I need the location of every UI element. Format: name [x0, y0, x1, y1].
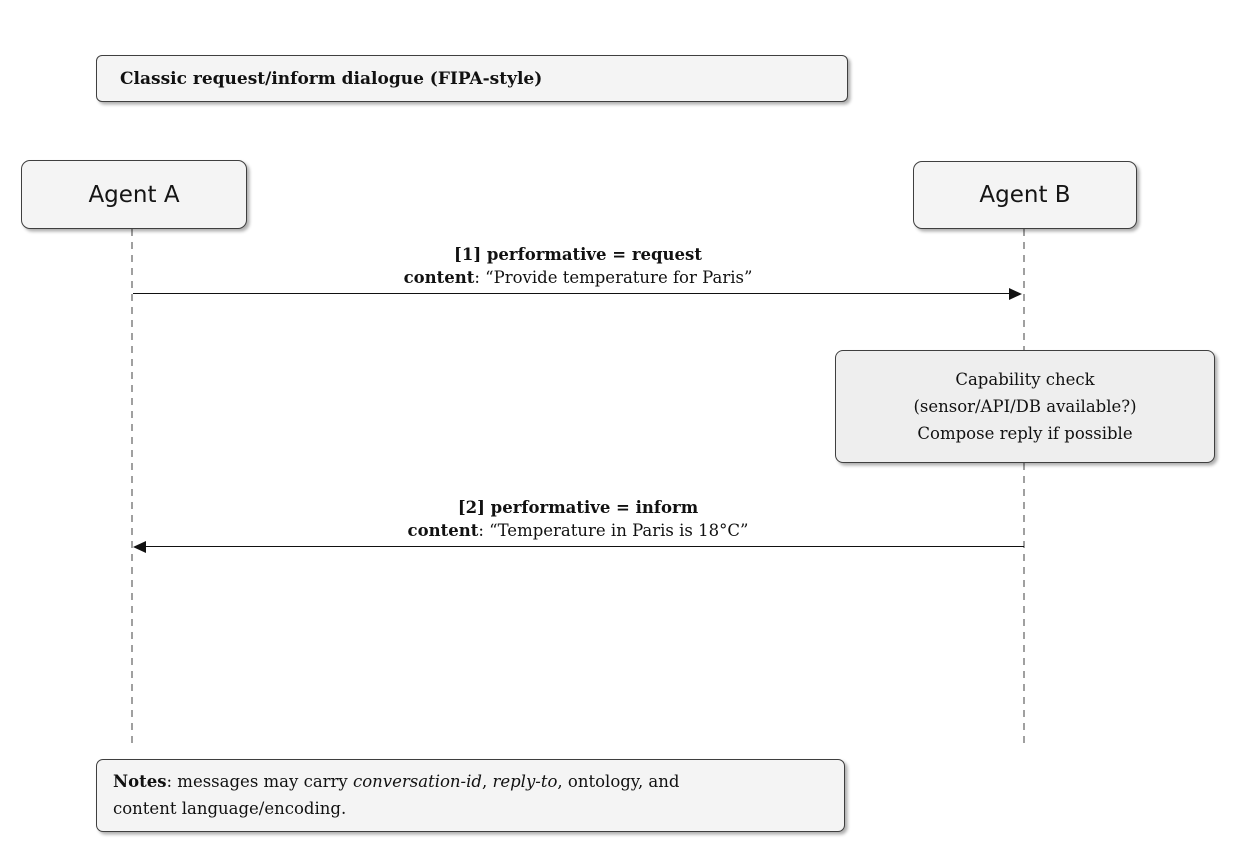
capability-note-line3: Compose reply if possible [917, 424, 1133, 443]
footer-notes-italic1: conversation-id [353, 772, 482, 791]
message-1-content: content: “Provide temperature for Paris” [228, 266, 928, 289]
arrowhead-right-icon [1009, 288, 1022, 300]
message-2-content-key: content [407, 521, 479, 540]
footer-notes-line2: content language/encoding. [113, 799, 347, 818]
footer-notes-line1: Notes: messages may carry conversation-i… [113, 768, 830, 795]
agent-b-lifeline [1023, 229, 1025, 746]
agent-a-lifeline [131, 229, 133, 746]
footer-notes-seg1: : messages may carry [166, 772, 353, 791]
agent-a-box: Agent A [21, 160, 247, 229]
message-2-arrow-line [146, 546, 1024, 547]
diagram-title-box: Classic request/inform dialogue (FIPA-st… [96, 55, 848, 102]
capability-note-box: Capability check (sensor/API/DB availabl… [835, 350, 1215, 463]
diagram-title: Classic request/inform dialogue (FIPA-st… [120, 68, 543, 89]
message-1-arrow-line [133, 293, 1010, 294]
message-1-content-key: content [403, 268, 475, 287]
agent-b-box: Agent B [913, 161, 1137, 229]
footer-notes-italic2: reply-to [492, 772, 558, 791]
footer-notes-sep1: , [481, 772, 493, 791]
capability-note-line2: (sensor/API/DB available?) [913, 397, 1137, 416]
message-2-content-text: : “Temperature in Paris is 18°C” [478, 521, 749, 540]
agent-a-label: Agent A [88, 181, 180, 208]
footer-notes-seg2: , ontology, and [557, 772, 680, 791]
message-1-header: [1] performative = request [454, 245, 702, 264]
message-1-content-text: : “Provide temperature for Paris” [474, 268, 753, 287]
agent-b-label: Agent B [979, 182, 1071, 208]
message-2-label: [2] performative = inform content: “Temp… [228, 496, 928, 542]
footer-notes-key: Notes [113, 772, 167, 791]
message-2-header: [2] performative = inform [457, 498, 699, 517]
arrowhead-left-icon [133, 541, 146, 553]
capability-note-line1: Capability check [955, 370, 1095, 389]
message-1-label: [1] performative = request content: “Pro… [228, 243, 928, 289]
footer-notes-box: Notes: messages may carry conversation-i… [96, 759, 845, 832]
message-2-content: content: “Temperature in Paris is 18°C” [228, 519, 928, 542]
